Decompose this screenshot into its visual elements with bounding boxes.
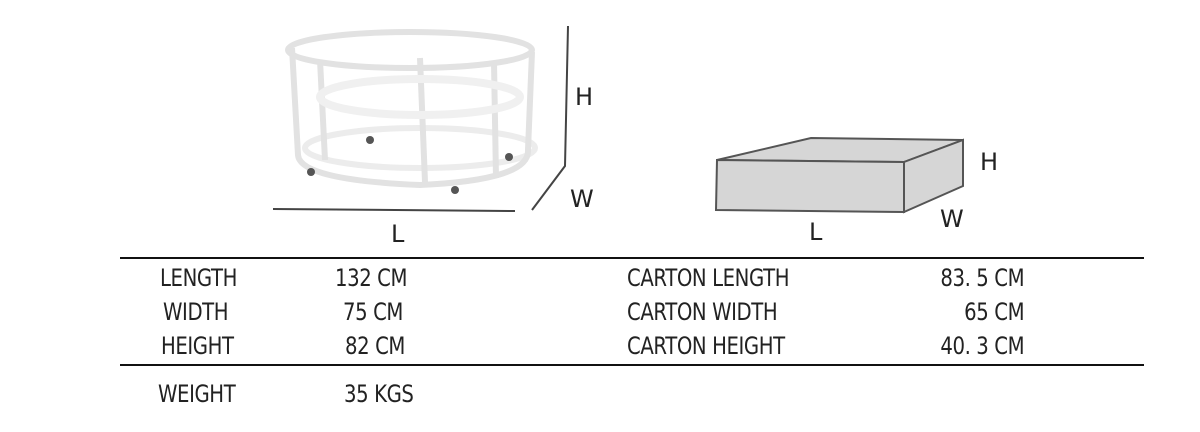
crib-illustration (285, 29, 538, 189)
caster-wheels (307, 136, 513, 194)
carton-box (714, 136, 964, 214)
divider-bottom (120, 364, 1144, 366)
spec-label-height: HEIGHT (161, 332, 234, 360)
crib-height-label: H (575, 83, 594, 111)
weight-value: 35 KGS (344, 380, 414, 408)
crib-width-label: W (570, 185, 594, 213)
spec-value-width: 75 CM (343, 298, 403, 326)
carton-spec-label-height: CARTON HEIGHT (627, 332, 785, 360)
carton-length-label: L (809, 218, 823, 246)
carton-height-label: H (980, 148, 999, 176)
carton-spec-value-length: 83. 5 CM (940, 264, 1024, 292)
carton-spec-label-width: CARTON WIDTH (627, 298, 778, 326)
carton-spec-value-height: 40. 3 CM (940, 332, 1024, 360)
crib-dimension-lines (272, 25, 569, 212)
carton-width-label: W (940, 205, 964, 233)
carton-spec-value-width: 65 CM (964, 298, 1024, 326)
weight-label: WEIGHT (158, 380, 236, 408)
spec-value-height: 82 CM (345, 332, 405, 360)
spec-value-length: 132 CM (335, 264, 408, 292)
spec-label-length: LENGTH (160, 264, 238, 292)
divider-top (120, 257, 1144, 259)
crib-length-label: L (391, 220, 405, 248)
carton-spec-label-length: CARTON LENGTH (627, 264, 790, 292)
spec-label-width: WIDTH (163, 298, 229, 326)
